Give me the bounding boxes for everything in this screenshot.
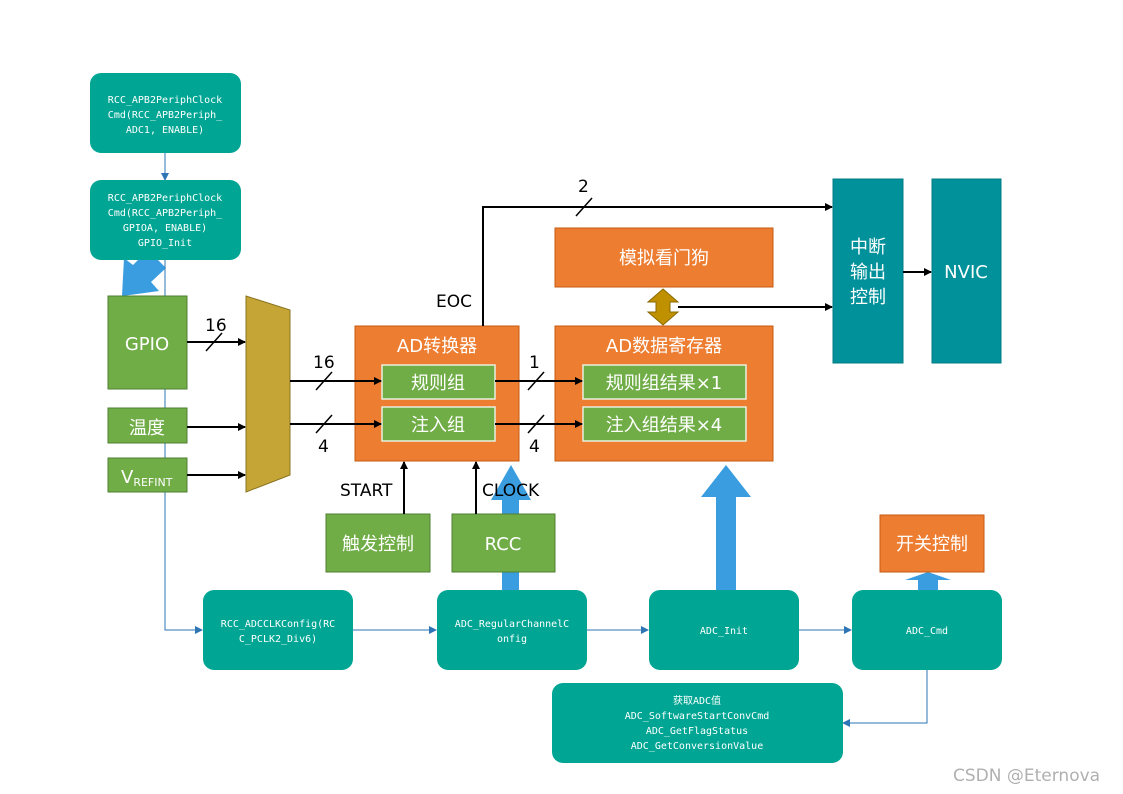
code-line: 获取ADC值 bbox=[673, 694, 721, 707]
rcc-gpioa-code-box: RCC_APB2PeriphClock Cmd(RCC_APB2Periph_ … bbox=[90, 180, 241, 260]
gpio-block: GPIO bbox=[107, 295, 188, 390]
code-line: RCC_APB2PeriphClock bbox=[108, 193, 222, 204]
code-line: ADC_Init bbox=[700, 626, 748, 637]
ad-converter-block: AD转换器 规则组 注入组 bbox=[354, 325, 520, 462]
interrupt-line-1: 中断 bbox=[850, 237, 886, 258]
injected-result-label: 注入组结果×4 bbox=[606, 415, 723, 436]
switch-control-block: 开关控制 bbox=[879, 514, 985, 573]
trigger-control-label: 触发控制 bbox=[342, 534, 414, 555]
regular-result-box bbox=[582, 364, 747, 400]
clock-label: CLOCK bbox=[482, 481, 540, 501]
regular-group-label: 规则组 bbox=[411, 373, 465, 394]
temperature-block: 温度 bbox=[107, 407, 188, 444]
signal-arrows bbox=[187, 203, 932, 514]
interrupt-line-2: 输出 bbox=[850, 262, 886, 283]
nvic-block: NVIC bbox=[931, 178, 1002, 364]
watermark: CSDN @Eternova bbox=[953, 766, 1100, 786]
rcc-block: RCC bbox=[451, 513, 556, 573]
code-line: ADC1, ENABLE) bbox=[126, 125, 204, 136]
blue-arrow-gpio bbox=[122, 250, 166, 296]
analog-watchdog-label: 模拟看门狗 bbox=[619, 248, 709, 269]
rcc-adc1-code-box: RCC_APB2PeriphClock Cmd(RCC_APB2Periph_ … bbox=[90, 73, 241, 153]
adc-cmd-code-box: ADC_Cmd bbox=[852, 590, 1002, 670]
gpio-label: GPIO bbox=[125, 334, 169, 355]
regular-bits-label: 16 bbox=[313, 353, 335, 373]
code-line: Cmd(RCC_APB2Periph_ bbox=[108, 208, 223, 219]
code-line: GPIOA, ENABLE) bbox=[123, 223, 207, 234]
code-line: C_PCLK2_Div6) bbox=[239, 634, 317, 645]
trigger-control-block: 触发控制 bbox=[325, 513, 431, 573]
injected-out-bits-label: 4 bbox=[529, 437, 540, 457]
start-label: START bbox=[340, 481, 393, 501]
code-line: ADC_GetFlagStatus bbox=[646, 726, 748, 737]
code-line: GPIO_Init bbox=[138, 238, 192, 249]
code-line: ADC_RegularChannelC bbox=[455, 619, 569, 630]
ad-data-register-block: AD数据寄存器 规则组结果×1 注入组结果×4 bbox=[554, 325, 774, 462]
injected-result-box bbox=[582, 406, 747, 442]
blue-arrow-adc-cmd bbox=[905, 572, 951, 590]
temperature-label: 温度 bbox=[129, 418, 165, 439]
regular-result-label: 规则组结果×1 bbox=[606, 373, 723, 394]
interrupt-control-block: 中断 输出 控制 bbox=[832, 178, 904, 364]
gpio-bits-label: 16 bbox=[205, 316, 227, 336]
switch-control-label: 开关控制 bbox=[896, 534, 968, 555]
adcclk-config-code-box: RCC_ADCCLKConfig(RC C_PCLK2_Div6) bbox=[203, 590, 353, 670]
ad-data-register-label: AD数据寄存器 bbox=[606, 336, 722, 357]
bus-slashes bbox=[205, 197, 593, 434]
vrefint-sub: REFINT bbox=[133, 476, 172, 489]
code-line: RCC_ADCCLKConfig(RC bbox=[221, 619, 335, 630]
regular-channel-config-code-box: ADC_RegularChannelC onfig bbox=[437, 590, 587, 670]
ad-converter-label: AD转换器 bbox=[397, 336, 477, 357]
code-line: RCC_APB2PeriphClock bbox=[108, 95, 222, 106]
watchdog-double-arrow bbox=[646, 288, 680, 326]
blue-arrow-adc-init bbox=[701, 465, 751, 590]
vrefint-main: V bbox=[121, 467, 134, 488]
vrefint-label: VREFINT bbox=[121, 467, 173, 489]
injected-bits-label: 4 bbox=[318, 437, 329, 457]
adc-init-code-box: ADC_Init bbox=[649, 590, 799, 670]
regular-group-box bbox=[381, 364, 496, 400]
interrupt-line-3: 控制 bbox=[850, 287, 886, 308]
get-adc-value-code-box: 获取ADC值 ADC_SoftwareStartConvCmd ADC_GetF… bbox=[552, 683, 843, 763]
eoc-label: EOC bbox=[436, 292, 472, 312]
regular-out-bits-label: 1 bbox=[529, 353, 540, 373]
code-line: ADC_Cmd bbox=[906, 626, 948, 637]
input-mux bbox=[245, 295, 291, 493]
analog-watchdog-block: 模拟看门狗 bbox=[554, 227, 774, 288]
eoc-bits-label: 2 bbox=[578, 177, 589, 197]
rcc-label: RCC bbox=[485, 534, 522, 555]
code-line: onfig bbox=[497, 634, 527, 645]
code-line: ADC_GetConversionValue bbox=[631, 741, 763, 752]
code-line: Cmd(RCC_APB2Periph_ bbox=[108, 110, 223, 121]
vrefint-block: VREFINT bbox=[107, 457, 188, 493]
nvic-label: NVIC bbox=[944, 262, 988, 283]
code-line: ADC_SoftwareStartConvCmd bbox=[625, 711, 770, 722]
injected-group-label: 注入组 bbox=[411, 415, 465, 436]
